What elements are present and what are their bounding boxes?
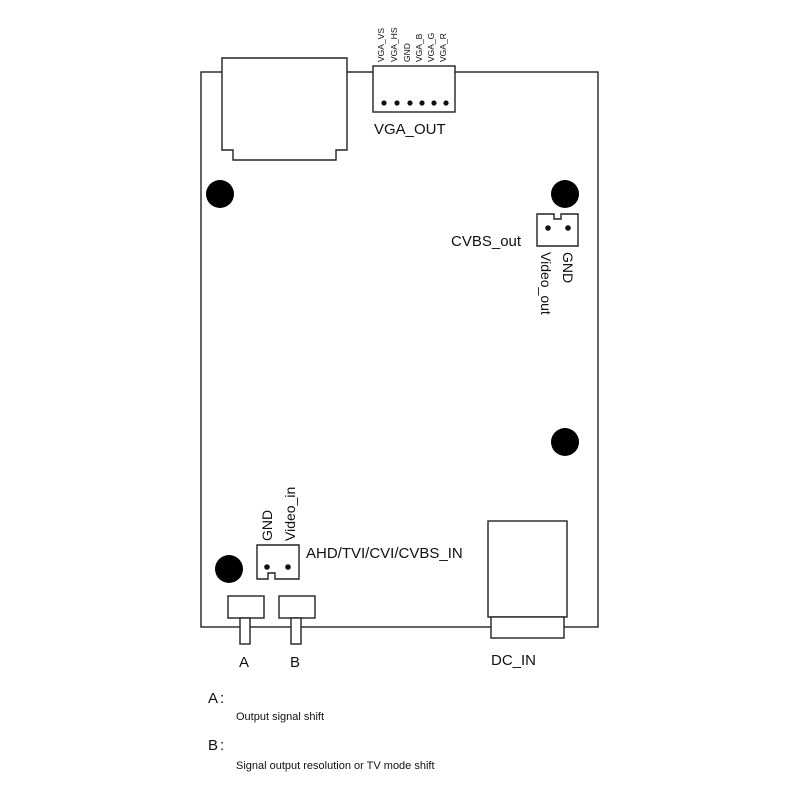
- note-b-text: Signal output resolution or TV mode shif…: [236, 760, 435, 772]
- dc-jack-body: [487, 520, 568, 618]
- vga-pin-labels: VGA_VS VGA_HS GND VGA_B VGA_G VGA_R: [376, 27, 448, 62]
- vga-pin-dot: [381, 100, 387, 106]
- top-left-connector: [221, 57, 348, 161]
- vga-pin-dot: [407, 100, 413, 106]
- vga-pin-label: VGA_B: [414, 33, 424, 62]
- video-in-pin-gnd-label: GND: [259, 510, 275, 541]
- mounting-hole: [551, 428, 579, 456]
- switch-b-body: [278, 595, 316, 619]
- vga-pin-dot: [443, 100, 449, 106]
- vga-pin-label: GND: [402, 43, 412, 62]
- vga-pin-dot: [394, 100, 400, 106]
- cvbs-pin-video-label: Video_out: [538, 252, 554, 315]
- switch-b-lever: [290, 617, 302, 645]
- vga-header: [372, 65, 456, 113]
- switch-a-lever: [239, 617, 251, 645]
- note-a-text: Output signal shift: [236, 711, 325, 723]
- note-b-key: B:: [208, 737, 227, 754]
- mounting-hole: [215, 555, 243, 583]
- vga-pin-dot: [419, 100, 425, 106]
- vga-pin-dots: [381, 100, 449, 106]
- mounting-hole: [551, 180, 579, 208]
- vga-pin-label: VGA_HS: [389, 27, 399, 62]
- mounting-hole: [206, 180, 234, 208]
- switch-a-label: A: [239, 654, 249, 671]
- cvbs-out-connector: [536, 213, 579, 247]
- video-in-pin-dot: [285, 564, 291, 570]
- switch-b-label: B: [290, 654, 300, 671]
- vga-pin-label: VGA_VS: [376, 28, 386, 62]
- vga-pin-label: VGA_G: [426, 33, 436, 62]
- dc-in-label: DC_IN: [491, 652, 536, 669]
- vga-out-label: VGA_OUT: [374, 121, 446, 138]
- video-in-pin-video-label: Video_in: [282, 487, 298, 541]
- input-label: AHD/TVI/CVI/CVBS_IN: [306, 545, 463, 562]
- cvbs-out-label: CVBS_out: [451, 233, 522, 250]
- cvbs-pin-gnd-label: GND: [560, 252, 576, 283]
- cvbs-pin-dot: [565, 225, 571, 231]
- video-in-connector: [256, 544, 300, 580]
- video-in-pin-dot: [264, 564, 270, 570]
- switch-a-body: [227, 595, 265, 619]
- dc-jack-front: [490, 616, 565, 639]
- vga-pin-dot: [431, 100, 437, 106]
- cvbs-pin-dot: [545, 225, 551, 231]
- vga-pin-label: VGA_R: [438, 33, 448, 62]
- note-a-key: A:: [208, 690, 227, 707]
